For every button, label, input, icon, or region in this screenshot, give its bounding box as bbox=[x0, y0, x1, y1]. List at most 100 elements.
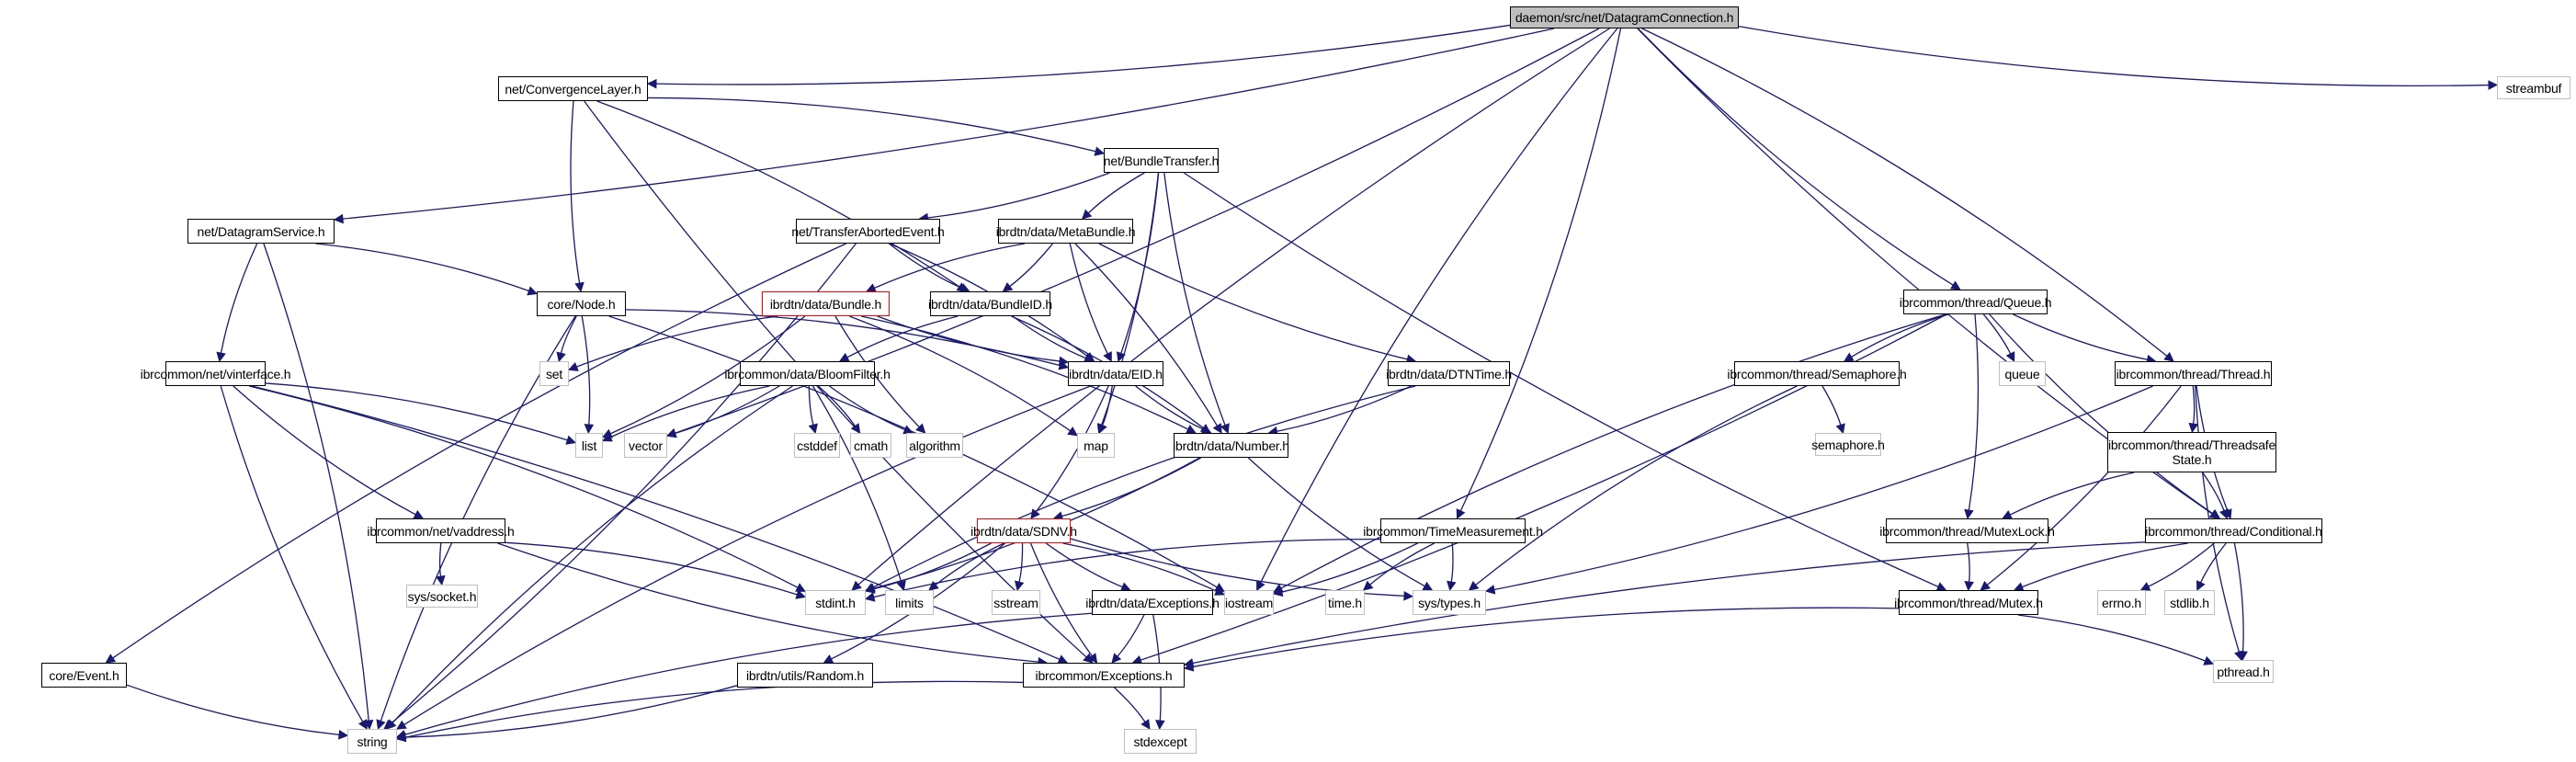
node-bloom[interactable]: ibrcommon/data/BloomFilter.h bbox=[724, 361, 891, 386]
arrowhead-icon bbox=[646, 78, 657, 89]
edge-sdnv-to-dataexc bbox=[1045, 542, 1123, 588]
arrowhead-icon bbox=[795, 589, 807, 599]
edge-vaddress-to-syssocket bbox=[438, 542, 442, 577]
arrowhead-icon bbox=[2163, 351, 2174, 362]
arrowhead-icon bbox=[1058, 356, 1070, 367]
node-list: list bbox=[575, 433, 603, 458]
edge-conditional-to-pthread bbox=[2233, 542, 2244, 653]
edge-vaddress-to-stdint bbox=[505, 541, 798, 596]
arrowhead-icon bbox=[1272, 586, 1284, 597]
edge-convlayer-to-node bbox=[570, 100, 581, 284]
node-eid[interactable]: ibrdtn/data/EID.h bbox=[1068, 361, 1163, 386]
arrowhead-icon bbox=[795, 583, 806, 592]
node-dtntime[interactable]: ibrdtn/data/DTNTime.h bbox=[1386, 361, 1512, 386]
node-metabundle[interactable]: ibrdtn/data/MetaBundle.h bbox=[996, 219, 1136, 244]
arrowhead-icon bbox=[527, 286, 539, 296]
node-tsstate[interactable]: ibrcommon/thread/Threadsafe State.h bbox=[2107, 432, 2276, 472]
arrowhead-icon bbox=[1362, 580, 1374, 591]
node-transferaborted[interactable]: net/TransferAbortedEvent.h bbox=[791, 219, 945, 244]
edge-queue_h-to-iostream bbox=[1280, 313, 1946, 589]
edge-thread-to-systypes bbox=[1493, 385, 2153, 591]
arrowhead-icon bbox=[1183, 662, 1195, 672]
node-set: set bbox=[539, 361, 569, 386]
node-bundletransfer[interactable]: net/BundleTransfer.h bbox=[1104, 148, 1219, 173]
arrowhead-icon bbox=[1403, 591, 1414, 601]
edge-dgramservice-to-string bbox=[263, 243, 369, 722]
arrowhead-icon bbox=[850, 423, 861, 434]
node-string: string bbox=[347, 729, 397, 754]
edge-bundletransfer-to-number bbox=[1163, 172, 1226, 426]
arrowhead-icon bbox=[395, 732, 407, 743]
edge-vinterface-to-vaddress bbox=[233, 385, 416, 516]
edge-conditional-to-errno bbox=[2148, 542, 2215, 587]
edge-bundleid-to-eid bbox=[1012, 315, 1086, 359]
arrowhead-icon bbox=[864, 584, 876, 594]
node-ibrexc[interactable]: ibrcommon/Exceptions.h bbox=[1023, 663, 1185, 688]
node-cmath: cmath bbox=[850, 433, 891, 458]
node-vaddress[interactable]: ibrcommon/net/vaddress.h bbox=[367, 518, 515, 543]
node-random[interactable]: ibrdtn/utils/Random.h bbox=[737, 663, 873, 688]
arrowhead-icon bbox=[413, 509, 425, 519]
arrowhead-icon bbox=[1094, 146, 1106, 156]
arrowhead-icon bbox=[601, 432, 613, 442]
node-cstddef: cstddef bbox=[794, 433, 840, 458]
arrowhead-icon bbox=[337, 730, 349, 740]
node-node[interactable]: core/Node.h bbox=[537, 291, 626, 316]
arrowhead-icon bbox=[1097, 423, 1107, 435]
edge-bundletransfer-to-map bbox=[1101, 172, 1160, 426]
node-semaphore[interactable]: ibrcommon/thread/Semaphore.h bbox=[1727, 361, 1907, 386]
edge-eid-to-map bbox=[1102, 385, 1113, 426]
arrowhead-icon bbox=[1087, 653, 1098, 664]
arrowhead-icon bbox=[823, 654, 834, 664]
arrowhead-icon bbox=[1081, 209, 1093, 220]
node-mutexlock[interactable]: ibrcommon/thread/MutexLock.h bbox=[1879, 518, 2055, 543]
node-errno: errno.h bbox=[2097, 590, 2146, 615]
node-number[interactable]: ibrdtn/data/Number.h bbox=[1173, 433, 1289, 458]
node-queue-h[interactable]: ibrcommon/thread/Queue.h bbox=[1900, 290, 2052, 314]
edge-sdnv-to-ibrexc bbox=[1029, 542, 1093, 657]
edge-dgramservice-to-vinterface bbox=[220, 243, 258, 354]
edge-sdnv-to-limits bbox=[935, 542, 1004, 586]
node-bundle[interactable]: ibrdtn/data/Bundle.h bbox=[762, 291, 890, 316]
edge-metabundle-to-bundleid bbox=[1009, 243, 1053, 288]
arrowhead-icon bbox=[1116, 351, 1126, 363]
arrowhead-icon bbox=[896, 580, 906, 592]
node-timemeas[interactable]: ibrcommon/TimeMeasurement.h bbox=[1363, 518, 1543, 543]
arrowhead-icon bbox=[376, 719, 386, 731]
node-root[interactable]: daemon/src/net/DatagramConnection.h bbox=[1510, 6, 1739, 28]
edge-queue_h-to-thread bbox=[2013, 313, 2148, 360]
node-vinterface[interactable]: ibrcommon/net/vinterface.h bbox=[141, 361, 291, 386]
edge-queue_h-to-queue bbox=[1982, 313, 2012, 355]
node-mutex[interactable]: ibrcommon/thread/Mutex.h bbox=[1894, 590, 2043, 615]
node-streambuf: streambuf bbox=[2497, 76, 2570, 99]
arrowhead-icon bbox=[1843, 352, 1855, 362]
edge-eid-to-number bbox=[1135, 385, 1204, 430]
edge-vinterface-to-stdint bbox=[248, 385, 799, 588]
node-stdint: stdint.h bbox=[805, 590, 866, 615]
node-sdnv[interactable]: ibrdtn/data/SDNV.h bbox=[970, 518, 1077, 543]
node-bundleid[interactable]: ibrdtn/data/BundleID.h bbox=[928, 291, 1052, 316]
edge-mutex-to-ibrexc bbox=[1192, 607, 1900, 668]
arrowhead-icon bbox=[2005, 351, 2015, 363]
node-dgramservice[interactable]: net/DatagramService.h bbox=[187, 219, 335, 244]
arrowhead-icon bbox=[1212, 423, 1222, 434]
node-event[interactable]: core/Event.h bbox=[41, 663, 127, 688]
node-algorithm: algorithm bbox=[906, 433, 963, 458]
edge-semaphore-to-systypes bbox=[1475, 385, 1798, 586]
node-dataexc[interactable]: ibrdtn/data/Exceptions.h bbox=[1085, 590, 1220, 615]
edge-root-to-stdint bbox=[857, 28, 1610, 586]
edge-vinterface-to-ibrexc bbox=[252, 385, 1061, 660]
arrowhead-icon bbox=[1067, 426, 1078, 437]
edge-event-to-string bbox=[126, 684, 340, 735]
node-map: map bbox=[1077, 433, 1115, 458]
arrowhead-icon bbox=[808, 423, 818, 435]
node-conditional[interactable]: ibrcommon/thread/Conditional.h bbox=[2145, 518, 2322, 543]
arrowhead-icon bbox=[1447, 580, 1457, 592]
edge-root-to-queue_h bbox=[1637, 28, 1954, 286]
edge-root-to-iostream bbox=[1260, 28, 1618, 584]
arrowhead-icon bbox=[1111, 653, 1122, 664]
node-iostream: iostream bbox=[1224, 590, 1274, 615]
node-convlayer[interactable]: net/ConvergenceLayer.h bbox=[498, 76, 648, 101]
node-thread[interactable]: ibrcommon/thread/Thread.h bbox=[2115, 361, 2272, 386]
edge-bundletransfer-to-metabundle bbox=[1087, 172, 1145, 214]
